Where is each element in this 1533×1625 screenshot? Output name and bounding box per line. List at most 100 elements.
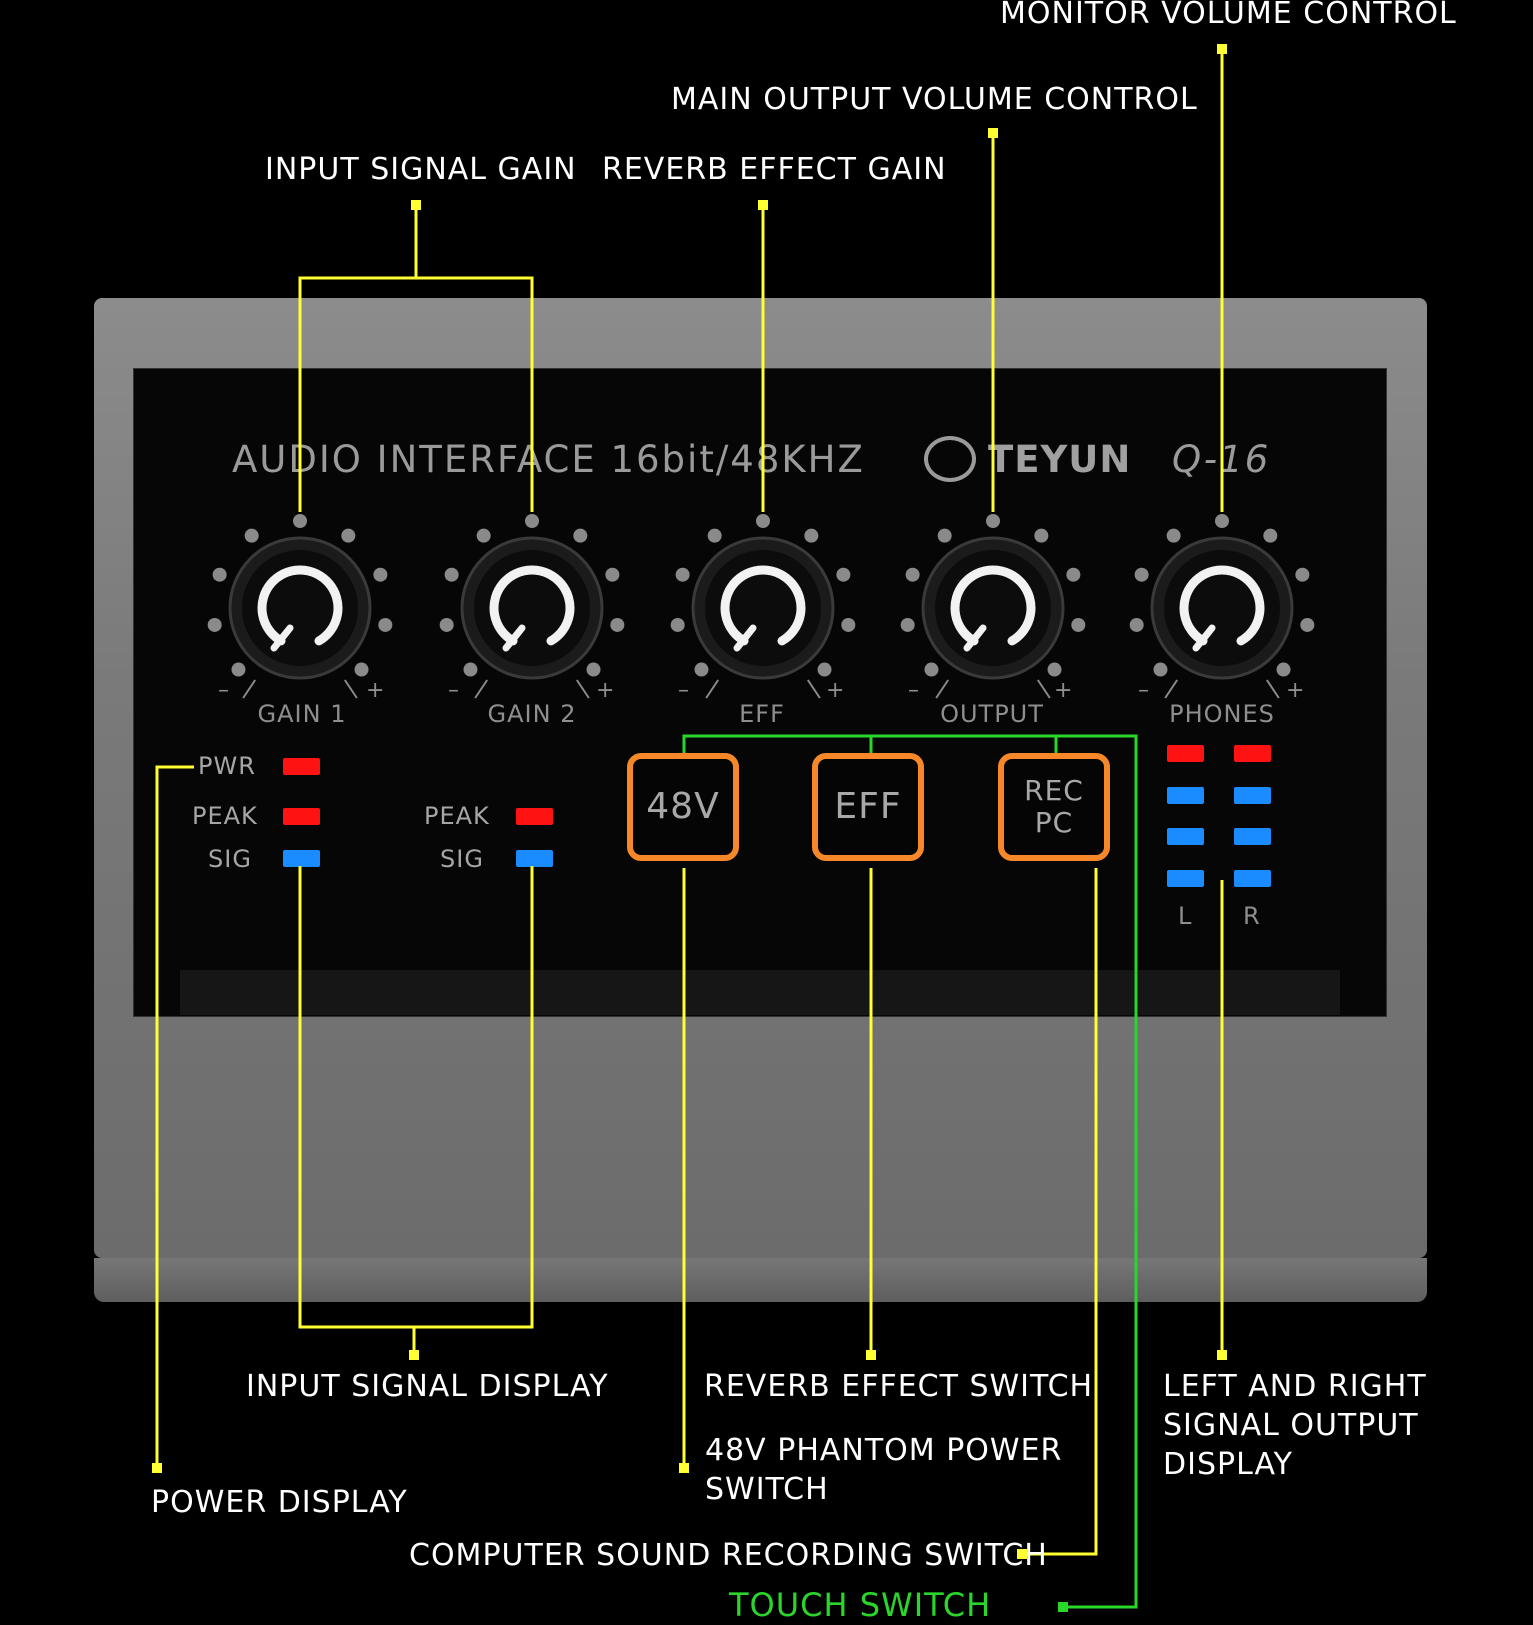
- led-label-peak-1: PEAK: [192, 802, 258, 830]
- callout-dot: [1017, 1549, 1027, 1559]
- knob-scale-dot: [1166, 528, 1181, 543]
- meter-l-led-1: [1167, 745, 1204, 762]
- knob-tick: [242, 679, 256, 699]
- knob-tick: [807, 679, 821, 699]
- callout-lr-output-display: LEFT AND RIGHT SIGNAL OUTPUT DISPLAY: [1163, 1369, 1427, 1482]
- knob-scale-dot: [1295, 567, 1310, 582]
- knob-pointer: [733, 624, 757, 652]
- brand-logo-icon: [924, 436, 976, 482]
- minus-sign: –: [218, 678, 229, 703]
- meter-l-led-4: [1167, 870, 1204, 887]
- knob-scale-dot: [1300, 617, 1315, 632]
- knob-output[interactable]: [900, 514, 1086, 699]
- plus-sign: +: [826, 678, 845, 703]
- knob-scale-dot: [444, 567, 459, 582]
- knob-scale-dot: [293, 514, 307, 528]
- knob-scale-dot: [1071, 617, 1086, 632]
- knob-label-output: OUTPUT: [940, 700, 1044, 728]
- callout-main-output-volume: MAIN OUTPUT VOLUME CONTROL: [671, 82, 1198, 117]
- knob-scale-dot: [476, 528, 491, 543]
- knob-gain2[interactable]: [439, 514, 625, 699]
- callout-computer-recording-switch: COMPUTER SOUND RECORDING SWITCH: [409, 1538, 1048, 1573]
- callout-dot: [411, 200, 421, 210]
- knob-scale-dot: [986, 514, 1000, 528]
- touch-switch-line: [682, 734, 1138, 1609]
- plus-sign: +: [366, 678, 385, 703]
- knob-eff[interactable]: [670, 514, 856, 699]
- knob-scale-dot: [924, 662, 939, 677]
- callout-dot: [988, 128, 998, 138]
- knob-tick: [1266, 679, 1280, 699]
- callout-reverb-effect-switch: REVERB EFFECT SWITCH: [704, 1369, 1094, 1404]
- knob-scale-dot: [836, 567, 851, 582]
- device-title: AUDIO INTERFACE 16bit/48KHZ: [232, 438, 865, 481]
- knob-scale-dot: [694, 662, 709, 677]
- brand-name: TEYUN: [988, 438, 1132, 481]
- knob-scale-dot: [1153, 662, 1168, 677]
- knob-indicator-arc: [950, 565, 1036, 646]
- knob-scale-dot: [817, 662, 832, 677]
- knob-scale-dot: [610, 617, 625, 632]
- plus-sign: +: [1054, 678, 1073, 703]
- callout-dot: [1058, 1602, 1068, 1612]
- knob-scale-dot: [1263, 528, 1278, 543]
- knob-scale-dot: [1047, 662, 1062, 677]
- knob-indicator-arc: [720, 565, 806, 646]
- callout-dot: [866, 1350, 876, 1360]
- meter-l-led-3: [1167, 828, 1204, 845]
- model-name: Q-16: [1172, 438, 1271, 481]
- control-panel: [133, 368, 1387, 1017]
- knob-scale-dot: [1066, 567, 1081, 582]
- pc-label: PC: [1034, 806, 1074, 839]
- knob-tick: [935, 679, 949, 699]
- sig-led-2: [516, 850, 553, 867]
- knob-scale-dot: [212, 567, 227, 582]
- knob-scale-dot: [244, 528, 259, 543]
- callout-input-signal-display: INPUT SIGNAL DISPLAY: [246, 1369, 609, 1404]
- knob-tick: [576, 679, 590, 699]
- knob-scale-dot: [231, 662, 246, 677]
- meter-r-led-1: [1234, 745, 1271, 762]
- knob-label-eff: EFF: [739, 700, 785, 728]
- knob-label-gain2: GAIN 2: [487, 700, 577, 728]
- callout-48v-phantom-switch: 48V PHANTOM POWER SWITCH: [705, 1433, 1063, 1507]
- knob-scale-dot: [900, 617, 915, 632]
- peak-led-2: [516, 808, 553, 825]
- knob-scale-dot: [1129, 617, 1144, 632]
- knob-gain1[interactable]: [207, 514, 393, 699]
- knob-scale-dot: [707, 528, 722, 543]
- meter-r-led-2: [1234, 787, 1271, 804]
- knob-scale-dot: [341, 528, 356, 543]
- knob-pointer: [1192, 624, 1216, 652]
- led-label-sig-1: SIG: [208, 845, 252, 873]
- knob-tick: [1037, 679, 1051, 699]
- callout-power-display: POWER DISPLAY: [151, 1485, 408, 1520]
- callout-input-signal-gain: INPUT SIGNAL GAIN: [265, 152, 577, 187]
- plus-sign: +: [1286, 678, 1305, 703]
- knob-scale-dot: [373, 567, 388, 582]
- minus-sign: –: [1138, 678, 1149, 703]
- knob-scale-dot: [573, 528, 588, 543]
- minus-sign: –: [448, 678, 459, 703]
- knob-scale-dot: [207, 617, 222, 632]
- meter-right-label: R: [1243, 902, 1260, 930]
- phantom-48v-switch[interactable]: 48V: [627, 753, 739, 861]
- knob-scale-dot: [439, 617, 454, 632]
- knob-scale-dot: [586, 662, 601, 677]
- sig-led-1: [283, 850, 320, 867]
- knob-indicator-arc: [489, 565, 575, 646]
- knob-scale-dot: [841, 617, 856, 632]
- callout-dot: [1217, 1350, 1227, 1360]
- led-label-peak-2: PEAK: [424, 802, 490, 830]
- knob-pointer: [270, 624, 294, 652]
- knob-tick: [1164, 679, 1178, 699]
- eff-switch[interactable]: EFF: [812, 753, 924, 861]
- callout-line-rec: [1022, 868, 1098, 1556]
- knob-phones[interactable]: [1129, 514, 1315, 699]
- knob-scale-dot: [463, 662, 478, 677]
- knob-label-phones: PHONES: [1169, 700, 1275, 728]
